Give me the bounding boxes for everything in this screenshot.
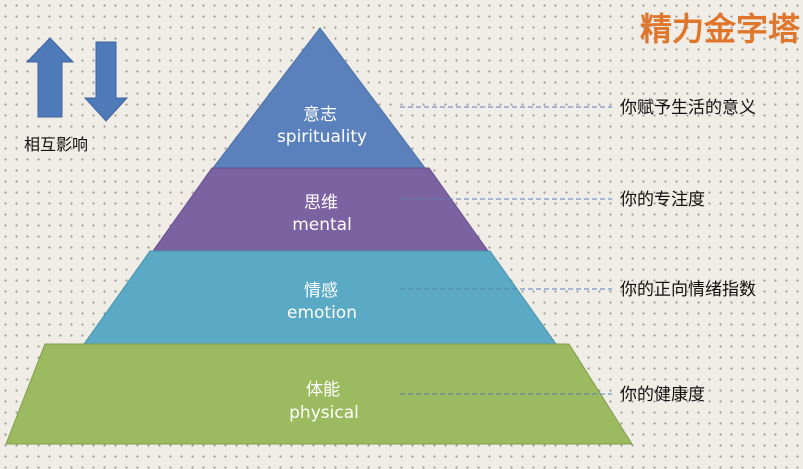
layer-label-en: mental [292,215,352,235]
diagram-title: 精力金字塔 [640,10,801,48]
layer-label-en: emotion [287,303,357,323]
layer-label-cn: 思维 [304,193,338,213]
layer-description: 你赋予生活的意义 [620,98,756,118]
layer-shape-spirituality [211,27,426,169]
layer-description: 你的专注度 [620,190,705,210]
layer-shape-physical [5,343,633,445]
layer-description: 你的健康度 [620,385,705,405]
down-arrow-icon [83,41,129,122]
layer-label-cn: 意志 [303,105,337,125]
layer-label-cn: 情感 [304,281,338,301]
side-label: 相互影响 [24,135,88,154]
layer-label-en: physical [289,403,359,423]
layer-label-en: spirituality [277,127,367,147]
layer-label-cn: 体能 [306,380,340,400]
layer-description: 你的正向情绪指数 [620,280,756,300]
up-arrow-icon [25,37,75,118]
